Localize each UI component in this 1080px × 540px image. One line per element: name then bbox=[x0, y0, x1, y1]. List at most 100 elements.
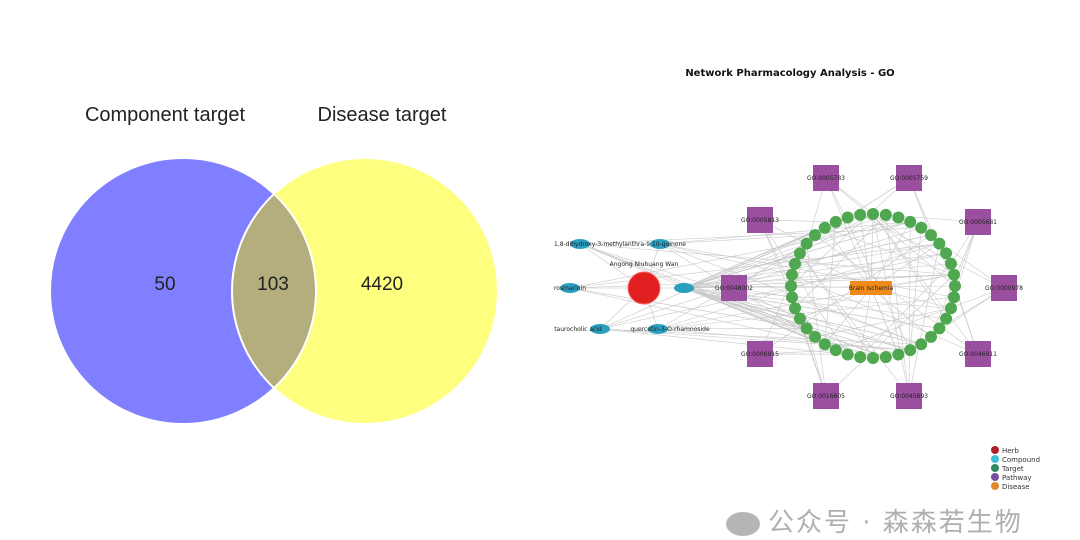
network-edge bbox=[835, 287, 1005, 351]
target-node bbox=[915, 338, 928, 351]
network-edge bbox=[824, 227, 872, 289]
venn-left-outline bbox=[49, 157, 317, 425]
pathway-node bbox=[896, 383, 922, 409]
watermark: 公众号 · 森森若生物 bbox=[726, 502, 1023, 539]
network-edge bbox=[870, 213, 874, 289]
target-node bbox=[924, 229, 937, 242]
network-edge bbox=[659, 234, 816, 245]
pathway-node bbox=[721, 275, 747, 301]
pathway-node bbox=[747, 341, 773, 367]
network-edge bbox=[683, 287, 825, 345]
target-node bbox=[867, 352, 879, 364]
compound-nodes: 1,8-dihydroxy-3-methylanthra-9,10-quinon… bbox=[554, 239, 710, 334]
network-edge bbox=[733, 285, 956, 289]
legend-compound-marker bbox=[991, 455, 999, 463]
compound-node bbox=[650, 239, 670, 249]
target-node bbox=[854, 351, 867, 364]
network-edge bbox=[790, 177, 910, 287]
legend-disease: Disease bbox=[1002, 483, 1030, 491]
pathway-label: GO:0005759 bbox=[890, 175, 928, 182]
venn-right-count: 4420 bbox=[361, 274, 403, 295]
target-node bbox=[947, 268, 960, 281]
pathway-node bbox=[813, 165, 839, 191]
pathway-node bbox=[965, 209, 991, 235]
pathway-label: GO:0005783 bbox=[807, 175, 845, 182]
legend-target-marker bbox=[991, 464, 999, 472]
network-edge bbox=[908, 221, 911, 397]
network-edge bbox=[825, 177, 911, 351]
network-edge bbox=[870, 287, 899, 355]
network-edge bbox=[657, 328, 807, 330]
target-node bbox=[841, 211, 854, 224]
pathway-node bbox=[747, 207, 773, 233]
network-edge bbox=[814, 307, 952, 338]
network-edge bbox=[870, 221, 911, 289]
network-edge bbox=[872, 213, 910, 397]
compound-node bbox=[590, 324, 610, 334]
network-edge bbox=[569, 221, 911, 289]
venn-intersection-count: 103 bbox=[257, 274, 289, 295]
target-node bbox=[829, 344, 842, 357]
target-node bbox=[879, 208, 892, 221]
network-edge bbox=[683, 287, 816, 338]
pathway-label: GO:0045893 bbox=[890, 393, 928, 400]
legend: Herb Compound Target Pathway Disease bbox=[991, 446, 1040, 491]
compound-label: rosmarinin bbox=[554, 285, 586, 292]
legend-pathway: Pathway bbox=[1002, 474, 1032, 482]
network-edge bbox=[908, 243, 940, 397]
target-node bbox=[800, 322, 813, 335]
network-edges bbox=[569, 177, 1005, 397]
target-node bbox=[933, 237, 946, 250]
pathway-label: GO:0006915 bbox=[741, 351, 779, 358]
watermark-text: 公众号 · 森森若生物 bbox=[768, 508, 1023, 538]
venn-right-outline bbox=[231, 157, 499, 425]
network-edge bbox=[825, 274, 955, 397]
network-edge bbox=[825, 177, 955, 275]
compound-node bbox=[648, 324, 668, 334]
network-edge bbox=[794, 214, 887, 309]
network-edge bbox=[799, 253, 874, 359]
network-edge bbox=[759, 234, 932, 355]
target-node bbox=[904, 215, 917, 228]
venn-left-label: Component target bbox=[85, 104, 246, 126]
network-edge bbox=[824, 227, 955, 276]
legend-pathway-marker bbox=[991, 473, 999, 481]
target-node bbox=[809, 229, 822, 242]
network-edge bbox=[872, 213, 979, 355]
pathway-node bbox=[813, 383, 839, 409]
compound-node bbox=[674, 283, 694, 293]
disease-node bbox=[850, 281, 892, 295]
network-edge bbox=[683, 214, 886, 289]
compound-label: 1,8-dihydroxy-3-methylanthra-9,10-quinon… bbox=[554, 241, 686, 248]
network-edge bbox=[859, 263, 952, 358]
target-node bbox=[940, 247, 953, 260]
compound-label: taurocholic acid bbox=[554, 326, 602, 333]
network-edge bbox=[824, 287, 872, 345]
target-node bbox=[793, 312, 806, 325]
target-node bbox=[904, 344, 917, 357]
target-node bbox=[818, 338, 831, 351]
network-edge bbox=[683, 234, 816, 289]
target-node bbox=[789, 257, 802, 270]
network-edge bbox=[872, 213, 947, 319]
target-node bbox=[829, 215, 842, 228]
network-edge bbox=[806, 243, 827, 397]
network-edge bbox=[579, 243, 955, 276]
target-node bbox=[947, 291, 960, 304]
target-node bbox=[944, 257, 957, 270]
target-node bbox=[879, 351, 892, 364]
pathway-label: GO:0016605 bbox=[807, 393, 845, 400]
target-nodes bbox=[785, 208, 961, 364]
network-edge bbox=[794, 234, 932, 265]
compound-node bbox=[560, 283, 580, 293]
legend-herb: Herb bbox=[1002, 447, 1019, 455]
venn-diagram: Component target Disease target 50 103 4… bbox=[49, 104, 499, 425]
target-node bbox=[867, 208, 879, 220]
target-node bbox=[915, 221, 928, 234]
target-node bbox=[940, 312, 953, 325]
network-edge bbox=[657, 296, 955, 330]
target-node bbox=[892, 348, 905, 361]
target-node bbox=[818, 221, 831, 234]
herb-label: Angong Niuhuang Wan bbox=[610, 261, 679, 268]
